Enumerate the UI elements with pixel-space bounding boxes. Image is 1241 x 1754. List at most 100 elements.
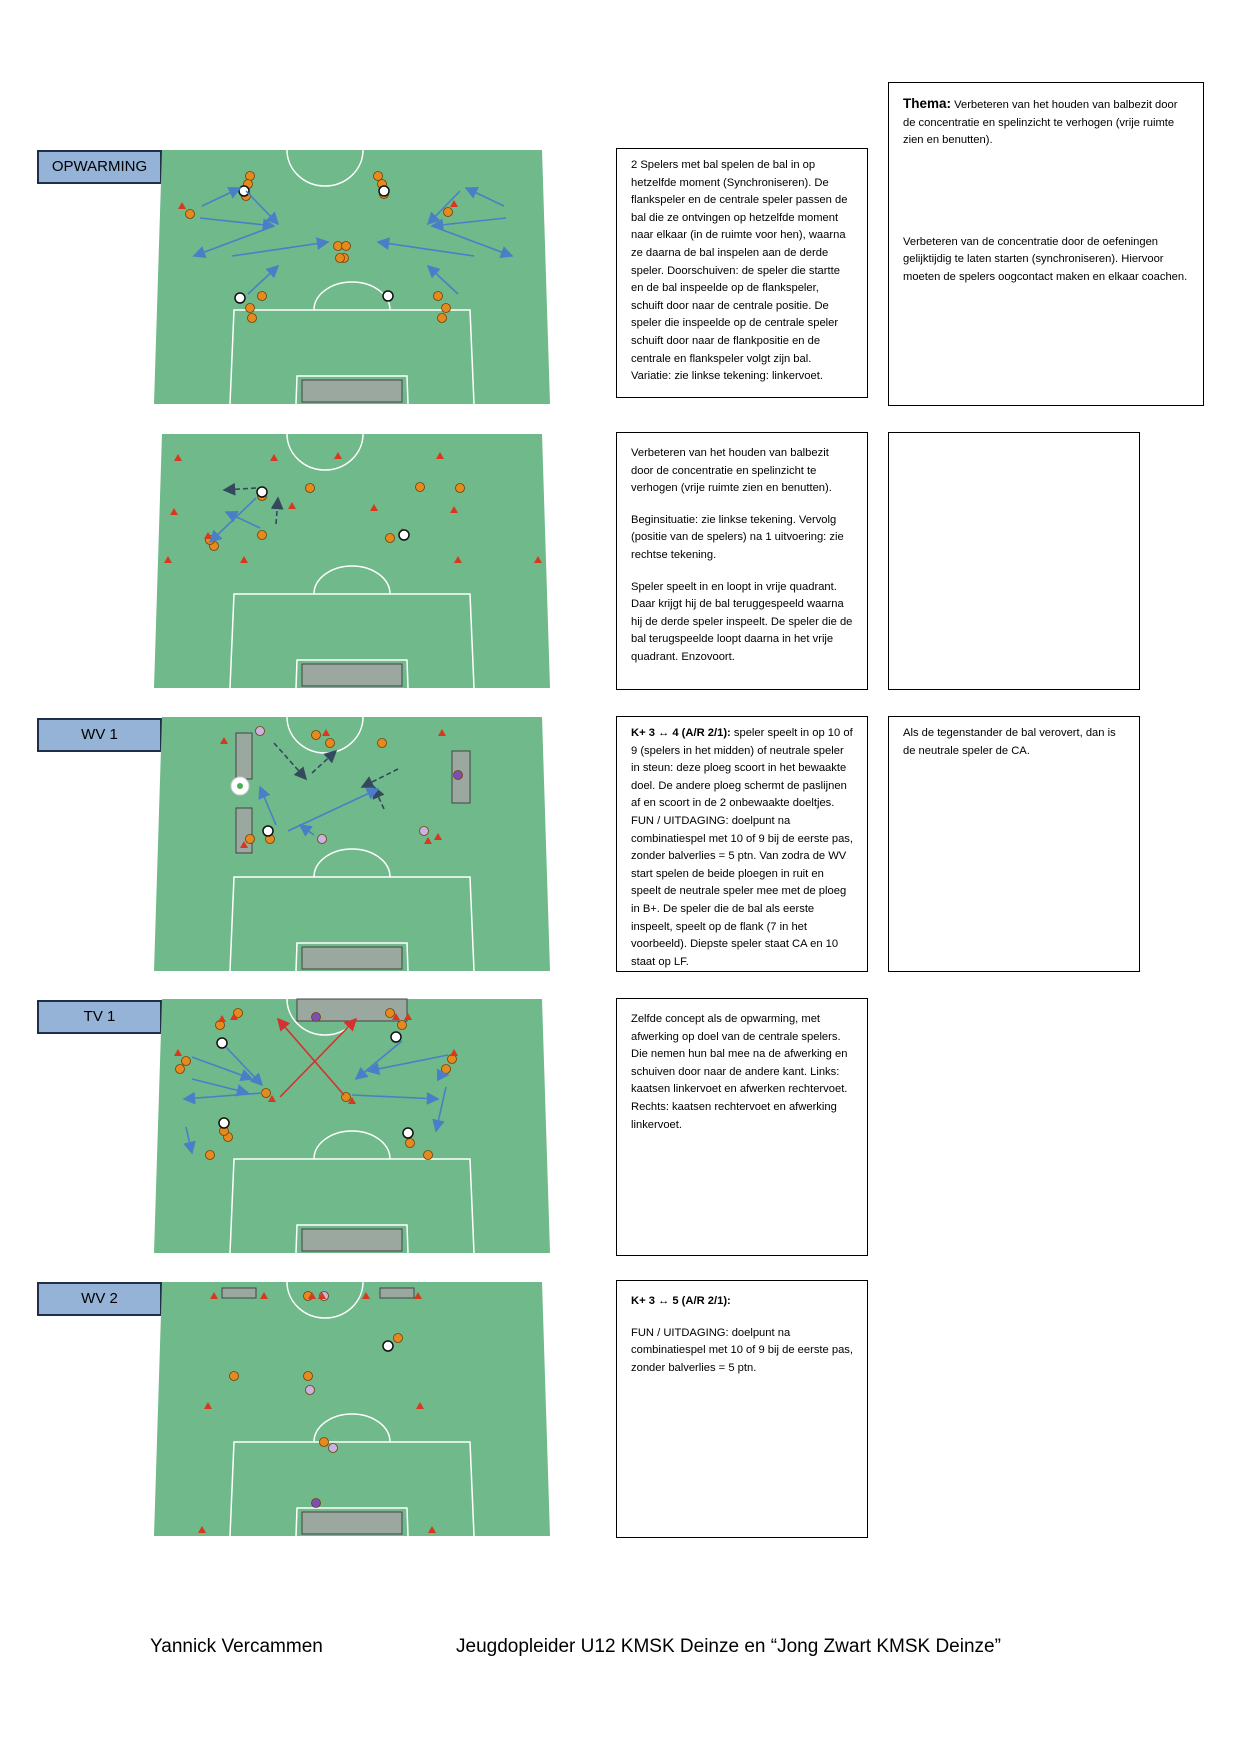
pitch-diagram-tv1 bbox=[154, 998, 550, 1254]
goal-area-line bbox=[295, 1507, 409, 1537]
cone-marker bbox=[392, 1013, 400, 1020]
description-text: FUN / UITDAGING: doelpunt na combinaties… bbox=[631, 1326, 854, 1374]
pass-arrow bbox=[298, 824, 315, 837]
player-marker bbox=[175, 1064, 185, 1074]
player-marker bbox=[245, 171, 255, 181]
pass-arrow bbox=[426, 264, 459, 295]
penalty-area-line bbox=[229, 309, 475, 405]
ball-marker bbox=[390, 1031, 402, 1043]
penalty-arc-line bbox=[313, 848, 391, 878]
player-marker bbox=[311, 1498, 321, 1508]
pitch-surface bbox=[154, 434, 550, 688]
player-marker bbox=[328, 1443, 338, 1453]
goal-net bbox=[301, 1228, 403, 1252]
exercise-heading: K+ 3 ↔ 5 (A/R 2/1): bbox=[631, 1295, 731, 1307]
description-text: Zelfde concept als de opwarming, met afw… bbox=[631, 1013, 848, 1131]
ball-marker bbox=[218, 1117, 230, 1129]
ball-marker bbox=[234, 292, 246, 304]
cone-marker bbox=[436, 452, 444, 459]
cone-marker bbox=[348, 1097, 356, 1104]
theme-text-2: Verbeteren van de concentratie door de o… bbox=[903, 235, 1188, 283]
cone-marker bbox=[218, 1015, 226, 1022]
pass-arrow bbox=[222, 482, 257, 496]
cone-marker bbox=[268, 1095, 276, 1102]
pass-arrow bbox=[225, 1046, 264, 1087]
player-marker bbox=[245, 834, 255, 844]
penalty-area-line bbox=[229, 876, 475, 972]
note-box-positionplay bbox=[888, 432, 1140, 690]
player-marker bbox=[455, 483, 465, 493]
player-marker bbox=[317, 834, 327, 844]
penalty-arc-line bbox=[313, 1413, 391, 1443]
theme-text-1: Verbeteren van het houden van balbezit d… bbox=[903, 99, 1178, 147]
goal-net bbox=[301, 1511, 403, 1535]
ball-marker bbox=[382, 290, 394, 302]
player-marker bbox=[385, 533, 395, 543]
description-box-tv1: Zelfde concept als de opwarming, met afw… bbox=[616, 998, 868, 1256]
player-marker bbox=[305, 1385, 315, 1395]
section-label-wv2: WV 2 bbox=[37, 1282, 162, 1316]
goal-net bbox=[301, 946, 403, 970]
pass-arrow bbox=[191, 1056, 254, 1082]
goal-area-line bbox=[295, 375, 409, 405]
footer-author: Yannick Vercammen bbox=[150, 1636, 323, 1657]
center-circle-line bbox=[286, 1281, 364, 1319]
player-marker bbox=[257, 530, 267, 540]
cone-marker bbox=[178, 202, 186, 209]
ball-marker bbox=[398, 529, 410, 541]
cone-marker bbox=[334, 452, 342, 459]
player-marker bbox=[335, 253, 345, 263]
cone-marker bbox=[220, 737, 228, 744]
player-marker bbox=[305, 483, 315, 493]
player-marker bbox=[311, 1012, 321, 1022]
note-text: Als de tegenstander de bal verovert, dan… bbox=[903, 727, 1116, 757]
penalty-arc-line bbox=[313, 1130, 391, 1160]
pass-arrow bbox=[376, 237, 475, 257]
player-marker bbox=[423, 1150, 433, 1160]
pass-arrow bbox=[247, 264, 280, 295]
player-marker bbox=[311, 730, 321, 740]
cone-marker bbox=[424, 837, 432, 844]
player-marker bbox=[443, 207, 453, 217]
player-marker bbox=[319, 1437, 329, 1447]
pass-arrow bbox=[201, 187, 242, 207]
player-marker bbox=[257, 291, 267, 301]
pass-arrow bbox=[279, 1017, 358, 1098]
pass-arrow bbox=[311, 749, 338, 774]
player-marker bbox=[303, 1371, 313, 1381]
goal-net bbox=[301, 663, 403, 687]
cone-marker bbox=[240, 841, 248, 848]
small-goal bbox=[379, 1287, 415, 1299]
cone-marker bbox=[450, 506, 458, 513]
goal-net bbox=[301, 379, 403, 403]
section-label-tv1: TV 1 bbox=[37, 1000, 162, 1034]
cone-marker bbox=[362, 1292, 370, 1299]
pass-arrow bbox=[354, 1040, 403, 1081]
section-label-opwarming: OPWARMING bbox=[37, 150, 162, 184]
cone-marker bbox=[198, 1526, 206, 1533]
cone-marker bbox=[270, 454, 278, 461]
cone-marker bbox=[170, 508, 178, 515]
player-marker bbox=[437, 313, 447, 323]
player-marker bbox=[393, 1333, 403, 1343]
pass-arrow bbox=[258, 785, 277, 826]
footer-role: Jeugdopleider U12 KMSK Deinze en “Jong Z… bbox=[456, 1636, 1001, 1657]
cone-marker bbox=[534, 556, 542, 563]
goal-area-line bbox=[295, 1224, 409, 1254]
player-marker bbox=[433, 291, 443, 301]
ball-marker bbox=[238, 185, 250, 197]
ball-marker bbox=[382, 1340, 394, 1352]
cone-marker bbox=[204, 1402, 212, 1409]
neutral-player-dot bbox=[237, 783, 243, 789]
cone-marker bbox=[434, 833, 442, 840]
ball-marker bbox=[378, 185, 390, 197]
cone-marker bbox=[454, 556, 462, 563]
player-marker bbox=[377, 738, 387, 748]
small-goal bbox=[235, 732, 253, 780]
small-goal bbox=[221, 1287, 257, 1299]
pass-arrow bbox=[183, 1126, 196, 1155]
player-marker bbox=[419, 826, 429, 836]
pass-arrow bbox=[366, 1054, 449, 1076]
pitch-diagram-positionplay bbox=[154, 433, 550, 689]
player-marker bbox=[245, 303, 255, 313]
